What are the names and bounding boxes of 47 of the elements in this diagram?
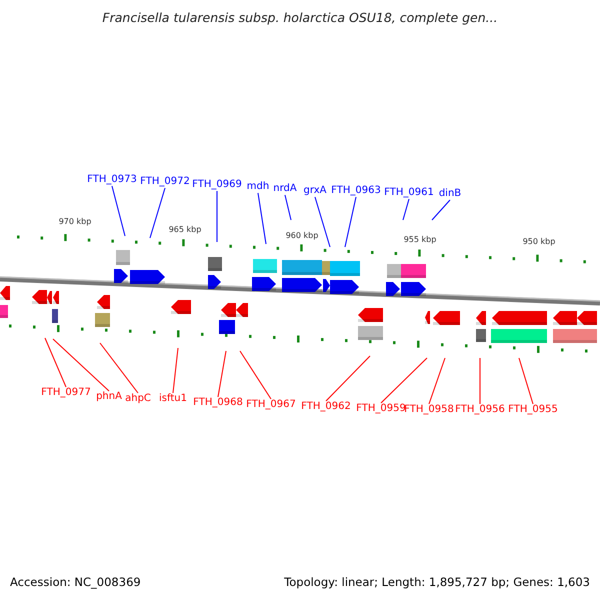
gene-label: FTH_0959 bbox=[356, 403, 406, 415]
leader-line bbox=[314, 196, 330, 248]
leader-line bbox=[112, 186, 126, 236]
gene-label: FTH_0961 bbox=[384, 187, 434, 199]
gene-label: nrdA bbox=[273, 183, 297, 195]
leader-line bbox=[518, 358, 534, 404]
gene-label: FTH_0977 bbox=[41, 387, 91, 399]
leader-line bbox=[284, 194, 292, 220]
leader-line bbox=[172, 348, 178, 394]
tick-label: 955 kbp bbox=[404, 234, 436, 246]
gene-label: FTH_0958 bbox=[404, 404, 454, 416]
leader-line bbox=[150, 188, 166, 238]
gene-label: phnA bbox=[96, 391, 122, 403]
leader-line bbox=[52, 338, 110, 392]
leader-line bbox=[216, 190, 218, 242]
gene-label: ahpC bbox=[125, 393, 151, 405]
gene-label: FTH_0968 bbox=[193, 397, 243, 409]
gene-label: mdh bbox=[246, 181, 270, 193]
tick-label: 950 kbp bbox=[522, 236, 556, 248]
tick-label: 970 kbp bbox=[58, 216, 92, 228]
accession-text: Accession: NC_008369 bbox=[10, 576, 141, 588]
leader-line bbox=[402, 198, 410, 220]
gene-label: FTH_0962 bbox=[301, 401, 351, 413]
gene-label: dinB bbox=[438, 188, 462, 200]
gene-label: FTH_0973 bbox=[87, 174, 137, 186]
gene-label: FTH_0969 bbox=[192, 179, 242, 191]
leader-line bbox=[258, 192, 266, 244]
leader-line bbox=[44, 338, 66, 388]
gene-label: isftu1 bbox=[159, 393, 187, 405]
leader-line bbox=[432, 200, 450, 220]
tick-label: 965 kbp bbox=[168, 224, 202, 236]
gene-label: FTH_0972 bbox=[140, 176, 190, 188]
gene-label: FTH_0963 bbox=[331, 185, 381, 197]
leader-line bbox=[380, 358, 428, 404]
leader-line bbox=[326, 356, 370, 402]
leader-line bbox=[344, 196, 356, 248]
tick-label: 960 kbp bbox=[286, 230, 318, 242]
gene-label: FTH_0967 bbox=[246, 399, 296, 411]
leader-line bbox=[240, 350, 272, 400]
title: Francisella tularensis subsp. holarctica OSU18, complete gen... bbox=[101, 10, 499, 25]
gene-label: FTH_0956 bbox=[455, 404, 505, 416]
leader-line bbox=[218, 350, 226, 398]
gene-label: grxA bbox=[304, 185, 326, 197]
leader-line bbox=[100, 342, 138, 394]
gene-label: FTH_0955 bbox=[508, 404, 558, 416]
leader-line bbox=[428, 358, 446, 404]
genome-info-text: Topology: linear; Length: 1,895,727 bp; Genes: 1,603 bbox=[284, 576, 590, 588]
